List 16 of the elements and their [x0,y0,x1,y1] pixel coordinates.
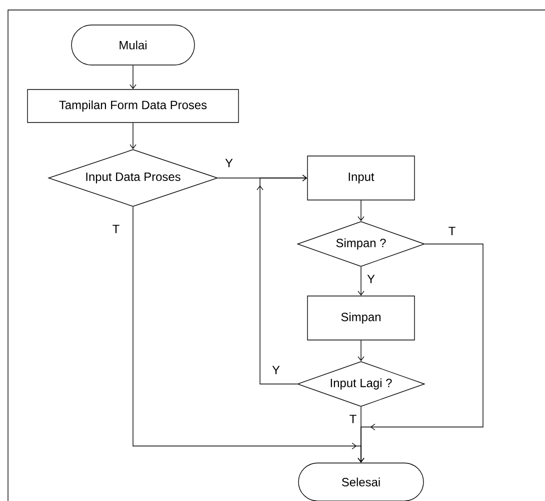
process-box: Input [307,156,415,200]
arrow [256,174,308,384]
edge-label: T [111,224,121,234]
process-box: Simpan [307,296,415,340]
edge-label: Y [224,158,234,168]
process-box: Tampilan Form Data Proses [27,89,239,123]
arrow [132,206,364,463]
edge-label: T [447,226,457,236]
edge-label: Y [271,364,281,376]
arrow [358,266,364,296]
arrow [358,340,364,362]
arrow [130,122,136,150]
edge-label: Y [366,274,376,284]
arrow [358,200,364,222]
edge-label: T [348,414,358,424]
arrow [130,65,136,90]
